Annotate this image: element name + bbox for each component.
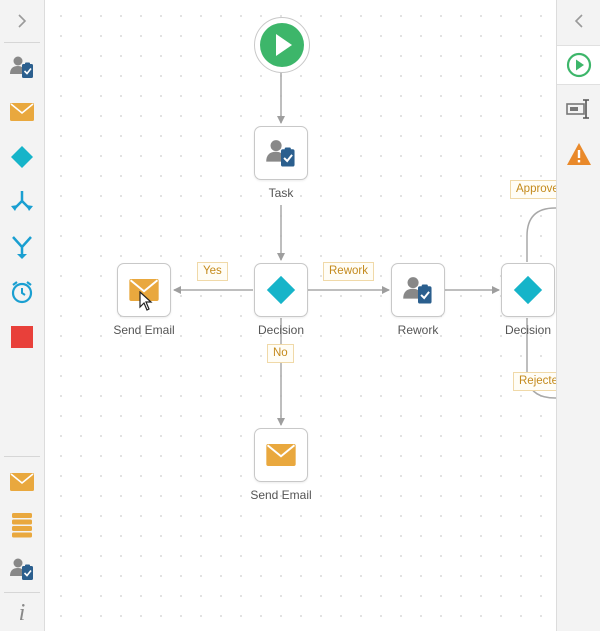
decision-diamond-icon [266,275,296,305]
edge-label-rejected[interactable]: Rejecte [513,372,557,391]
edge-label-rework[interactable]: Rework [323,262,374,281]
decision-node-2-label: Decision [504,323,552,337]
tool-user-task[interactable] [0,50,44,84]
tool-decision[interactable] [0,140,44,174]
rework-node[interactable] [391,263,445,317]
stack-icon [12,513,32,538]
send-email-node-left-label: Send Email [113,323,175,337]
edge-label-yes[interactable]: Yes [197,262,228,281]
warnings-button[interactable] [557,135,600,173]
stop-icon [11,326,33,348]
user-task-icon [10,558,33,580]
start-node[interactable] [254,17,310,73]
edge-label-no[interactable]: No [267,344,294,363]
decision-node[interactable] [254,263,308,317]
mail-icon [129,279,159,301]
text-field-icon [565,99,589,119]
tool-merge[interactable] [0,230,44,264]
edge-label-approved[interactable]: Approve [510,180,557,199]
mail-icon [10,103,34,121]
bottom-tool-mail[interactable] [0,465,44,499]
send-email-node-bottom[interactable] [254,428,308,482]
tool-send-email[interactable] [0,95,44,129]
user-task-icon [10,56,33,78]
user-task-icon [403,277,432,304]
merge-icon [12,236,32,259]
send-email-node-left[interactable] [117,263,171,317]
bottom-tool-user-task[interactable] [0,552,44,586]
split-icon [11,191,33,211]
decision-node-label: Decision [257,323,305,337]
tool-split[interactable] [0,185,44,219]
run-workflow-button[interactable] [557,45,600,85]
properties-button[interactable] [557,90,600,128]
info-icon: i [18,599,26,626]
workflow-canvas[interactable]: Task Decision Send Email Rework Decision [45,0,557,631]
send-email-node-bottom-label: Send Email [250,488,312,502]
rework-node-label: Rework [397,323,439,337]
mail-icon [266,444,296,466]
tool-stop[interactable] [0,320,44,354]
decision-node-2[interactable] [501,263,555,317]
mouse-cursor-icon [139,291,153,311]
chevron-right-icon [18,14,27,28]
decision-diamond-icon [11,146,33,168]
warning-icon [566,143,591,165]
right-toolbar [556,0,600,631]
decision-diamond-icon [513,275,543,305]
mail-icon [10,473,34,491]
bottom-tool-stack[interactable] [0,508,44,542]
user-task-icon [266,140,295,167]
tool-timer[interactable] [0,275,44,309]
info-button[interactable]: i [0,596,44,630]
play-circle-icon [566,52,591,78]
expand-left-panel-button[interactable] [0,4,44,38]
play-circle-icon [260,23,304,67]
collapse-right-panel-button[interactable] [557,2,600,40]
edge-decision2-approved [526,207,557,262]
timer-icon [11,281,33,304]
chevron-left-icon [574,14,583,28]
left-toolbar: i [0,0,45,631]
task-node[interactable] [254,126,308,180]
task-node-label: Task [268,186,294,200]
